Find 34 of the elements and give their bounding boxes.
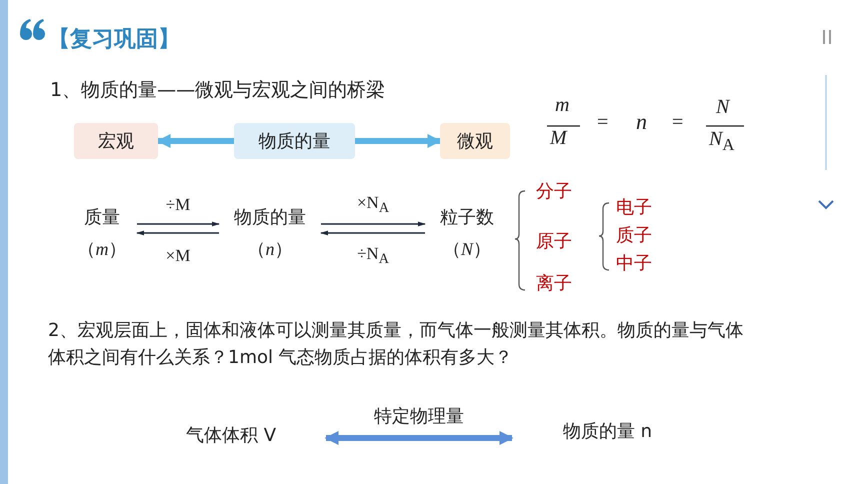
formula-symbol: m: [555, 94, 570, 117]
term-text: 物质的量: [234, 206, 306, 229]
particle-text: 中子: [616, 252, 652, 275]
symbol-text: （m）: [78, 238, 126, 261]
particle-text: 原子: [536, 230, 572, 253]
arrow: [324, 431, 514, 445]
formula-symbol: N: [716, 96, 730, 119]
arrow: [355, 134, 442, 148]
particle-text: 离子: [536, 272, 572, 295]
question-paragraph: 2、宏观层面上，固体和液体可以测量其质量，而气体一般测量其体积。物质的量与气体体积之间有什么关系？1mol 气态物质占据的体积有多大？: [48, 319, 744, 370]
term-text: 物质的量 n: [562, 420, 652, 443]
concept-box: 物质的量: [234, 123, 355, 159]
arrow: [320, 230, 425, 236]
particle-text: 电子: [616, 196, 652, 219]
section-heading: 1、物质的量——微观与宏观之间的桥梁: [50, 78, 386, 103]
formula-symbol: =: [597, 111, 608, 134]
arrow: [321, 222, 426, 226]
arrow: [137, 222, 220, 226]
arrow: [136, 230, 219, 236]
arrow: [156, 134, 234, 148]
symbol-text: （n）: [248, 238, 292, 261]
term-text: 气体体积 V: [186, 424, 276, 447]
particle-text: 分子: [536, 180, 572, 203]
particle-text: 质子: [616, 224, 652, 247]
slide-title: 【复习巩固】: [48, 26, 180, 54]
symbol-text: （N）: [442, 238, 491, 261]
formula-symbol: =: [672, 111, 684, 134]
concept-box: 微观: [440, 123, 510, 159]
concept-box: 宏观: [74, 123, 158, 159]
formula-symbol: N$_{A}$: [709, 128, 734, 155]
term-text: 质量: [84, 206, 120, 229]
term-text: 粒子数: [440, 206, 494, 229]
formula-symbol: M: [550, 127, 567, 150]
formula-symbol: n: [636, 109, 647, 135]
